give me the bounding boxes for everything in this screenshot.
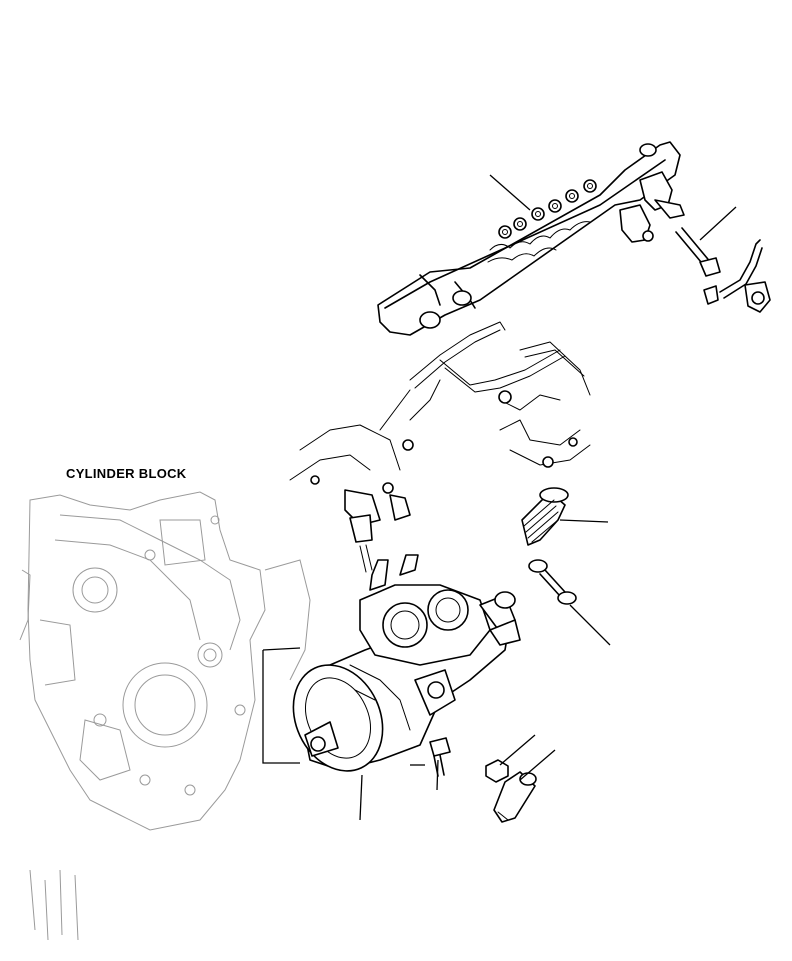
rail-outlet-ports xyxy=(487,179,597,263)
nut xyxy=(485,759,509,783)
leader-lines xyxy=(262,174,737,821)
pressure-sensor-harness xyxy=(719,239,771,313)
supply-pump xyxy=(292,554,521,772)
injection-pipes xyxy=(289,321,591,573)
rail-bolt xyxy=(675,227,721,305)
cylinder-block-label: CYLINDER BLOCK xyxy=(66,466,187,481)
common-rail xyxy=(377,141,685,336)
flange-bolt xyxy=(429,737,451,777)
cylinder-block-outline xyxy=(19,491,311,941)
banjo-fitting xyxy=(528,559,577,605)
elbow-hose xyxy=(493,771,537,823)
protective-sleeve xyxy=(521,487,569,546)
